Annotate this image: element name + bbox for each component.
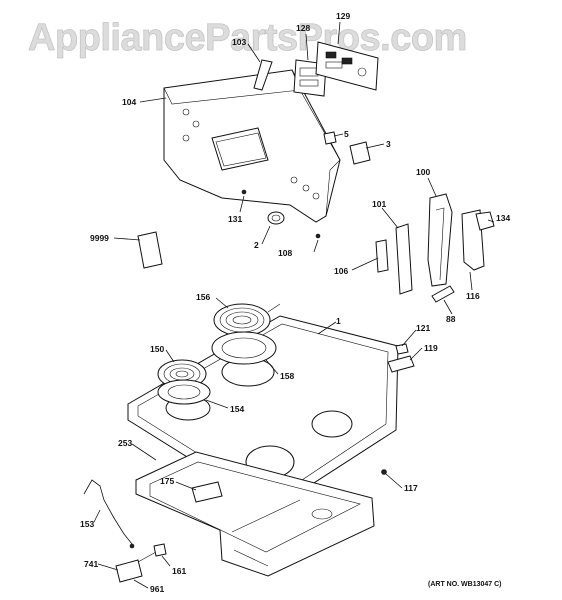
part-3 — [349, 141, 371, 165]
bracket-101 — [395, 223, 413, 295]
part-5 — [323, 131, 337, 145]
screw-131 — [241, 189, 247, 195]
callout-153: 153 — [80, 519, 94, 529]
callout-150: 150 — [150, 344, 164, 354]
callout-253: 253 — [118, 438, 132, 448]
callout-156: 156 — [196, 292, 210, 302]
wire-terminal — [129, 543, 135, 549]
end-cap-100 — [427, 193, 453, 287]
part-175 — [191, 481, 223, 503]
callout-129: 129 — [336, 11, 350, 21]
callout-3: 3 — [386, 139, 391, 149]
drip-pan-large — [211, 331, 277, 365]
burner-box — [135, 451, 375, 577]
knob — [267, 211, 285, 225]
callout-741: 741 — [84, 559, 98, 569]
part-119 — [387, 355, 415, 373]
screw-117 — [381, 469, 387, 475]
callout-961: 961 — [150, 584, 164, 594]
callout-88: 88 — [446, 314, 456, 324]
callout-131: 131 — [228, 214, 242, 224]
wire-harness — [83, 479, 133, 545]
callout-101: 101 — [372, 199, 386, 209]
watermark: AppliancePartsPros.com — [28, 17, 467, 59]
control-board — [315, 41, 379, 91]
callout-116: 116 — [466, 291, 480, 301]
callout-labels: 129 128 103 104 5 3 100 131 101 134 9999… — [80, 11, 510, 594]
callout-175: 175 — [160, 476, 174, 486]
callout-161: 161 — [172, 566, 186, 576]
screw-108 — [315, 233, 321, 239]
leader-lines — [93, 21, 495, 589]
callout-2: 2 — [254, 240, 259, 250]
trim-strip — [253, 59, 273, 91]
art-number: (ART NO. WB13047 C) — [428, 581, 502, 588]
callout-100: 100 — [416, 167, 430, 177]
callout-106: 106 — [334, 266, 348, 276]
part-161 — [153, 543, 167, 557]
callout-119: 119 — [424, 343, 438, 353]
pin-88 — [431, 285, 455, 303]
terminal-block — [115, 559, 143, 583]
callout-121: 121 — [416, 323, 430, 333]
bracket-134 — [475, 211, 495, 231]
callout-117: 117 — [404, 483, 418, 493]
callout-158: 158 — [280, 371, 294, 381]
callout-134: 134 — [496, 213, 510, 223]
callout-103: 103 — [232, 37, 246, 47]
literature-card — [137, 231, 163, 269]
callout-1: 1 — [336, 316, 341, 326]
callout-108: 108 — [278, 248, 292, 258]
callout-128: 128 — [296, 23, 310, 33]
callout-154: 154 — [230, 404, 244, 414]
callout-9999: 9999 — [90, 233, 109, 243]
backsplash-panel — [163, 69, 341, 223]
bracket-106 — [375, 239, 389, 273]
callout-5: 5 — [344, 129, 349, 139]
drip-pan-small — [157, 379, 211, 405]
callout-104: 104 — [122, 97, 136, 107]
